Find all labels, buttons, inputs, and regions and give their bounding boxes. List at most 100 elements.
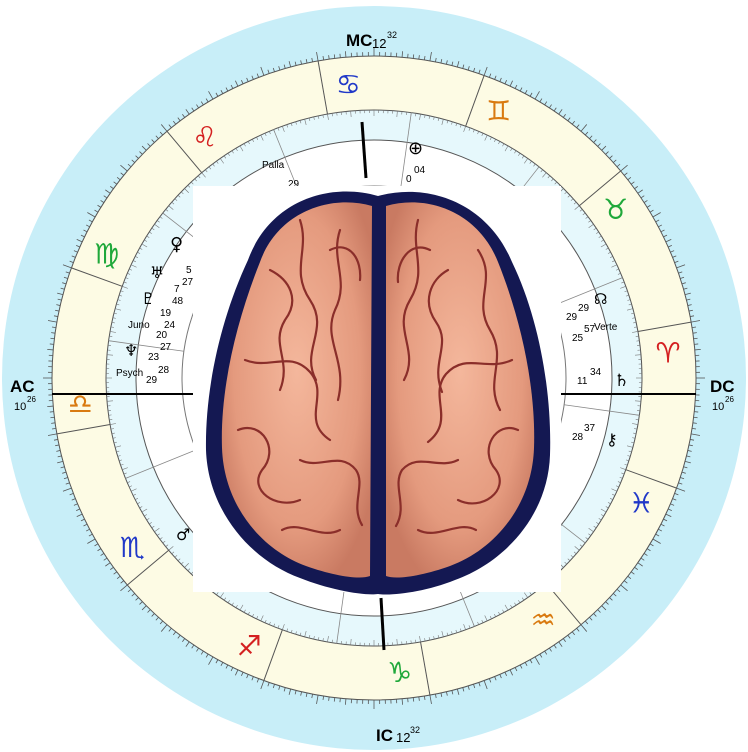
inner-degree-tick [264,619,267,623]
degree-tick [616,163,621,168]
degree-tick [687,304,692,306]
pluto-icon: ♇ [141,289,155,308]
inner-degree-tick [115,308,122,311]
node-deg: 29 [566,312,578,323]
degree-tick [649,543,654,547]
degree-tick [509,80,513,87]
scorpio-glyph: ♏ [120,531,145,564]
sign-divider [263,629,283,681]
dc-label: DC [710,377,735,396]
degree-tick [311,694,313,699]
degree-tick [246,77,249,82]
inner-degree-tick [424,114,426,118]
pallas-degree: 29 [288,179,300,190]
inner-degree-tick [484,134,488,141]
inner-degree-tick [273,623,276,627]
inner-degree-tick [433,636,435,640]
inner-degree-tick [547,175,551,179]
house-divider [564,404,640,416]
sign-dividers [56,60,692,696]
degree-tick [139,151,143,155]
degree-tick [663,234,668,238]
degree-tick [558,641,563,647]
degree-tick [688,444,693,447]
degree-tick [55,444,60,447]
degree-tick [571,120,576,125]
inner-degree-tick [615,268,619,271]
inner-degree-tick [570,555,574,558]
inner-degree-tick [554,181,557,185]
sign-divider [56,424,111,435]
degree-tick [182,114,186,118]
inner-degree-tick [122,467,128,470]
inner-degree-tick [419,635,421,642]
inner-degree-tick [582,212,586,216]
degree-tick [489,678,492,683]
degree-tick [613,159,617,163]
inner-degree-tick [135,498,139,500]
degree-tick [680,477,685,480]
inner-degree-tick [612,493,616,496]
degree-tick [640,195,645,199]
degree-tick [667,508,672,511]
degree-tick [473,684,476,689]
inner-degree-tick [498,611,501,615]
inner-degree-tick [115,445,122,448]
degree-tick [69,493,74,496]
degree-tick [544,650,548,655]
degree-tick [116,575,121,580]
inner-degree-tick [624,290,628,293]
degree-tick [576,627,580,632]
inner-degree-tick [137,251,141,254]
inner-degree-tick [502,609,505,613]
saturn-deg: 11 [577,376,588,387]
degree-tick [116,176,121,181]
degree-tick [529,659,533,664]
degree-tick [504,671,507,676]
degree-tick [634,186,638,190]
degree-tick [623,172,628,176]
inner-degree-tick [607,502,611,505]
saturn-icon: ♄ [614,371,629,391]
degree-tick [328,55,330,60]
degree-tick [105,189,111,194]
degree-tick [160,124,168,132]
degree-tick [60,466,65,469]
degree-tick [328,696,330,701]
degree-tick [692,332,697,334]
degree-tick [674,493,679,496]
degree-tick [576,124,580,129]
degree-tick [534,656,540,665]
dc-minute: 26 [725,395,734,404]
inner-degree-tick [106,354,114,356]
degree-tick [151,613,155,617]
degree-tick [613,593,617,597]
degree-tick [690,315,695,317]
degree-tick [456,688,460,695]
degree-tick [478,682,481,687]
inner-degree-tick [322,114,324,118]
inner-degree-tick [634,400,642,402]
inner-degree-tick [633,321,637,324]
inner-degree-tick [327,114,329,121]
sign-divider [578,170,621,207]
degree-tick [57,298,62,301]
inner-degree-tick [605,247,609,250]
inner-degree-tick [119,459,123,462]
venus-icon: ♀ [170,234,183,255]
degree-tick [47,320,57,323]
degree-tick [105,562,111,567]
inner-degree-tick [600,514,604,517]
degree-tick [652,538,661,544]
degree-tick [683,287,688,290]
sign-divider [71,267,123,287]
inner-degree-tick [567,195,571,198]
degree-tick [47,349,54,351]
inner-degree-tick [299,120,302,124]
inner-degree-tick [220,592,224,598]
house-divider [125,449,197,479]
degree-tick [251,75,254,80]
sign-divider [317,60,328,115]
inner-degree-tick [159,216,163,219]
